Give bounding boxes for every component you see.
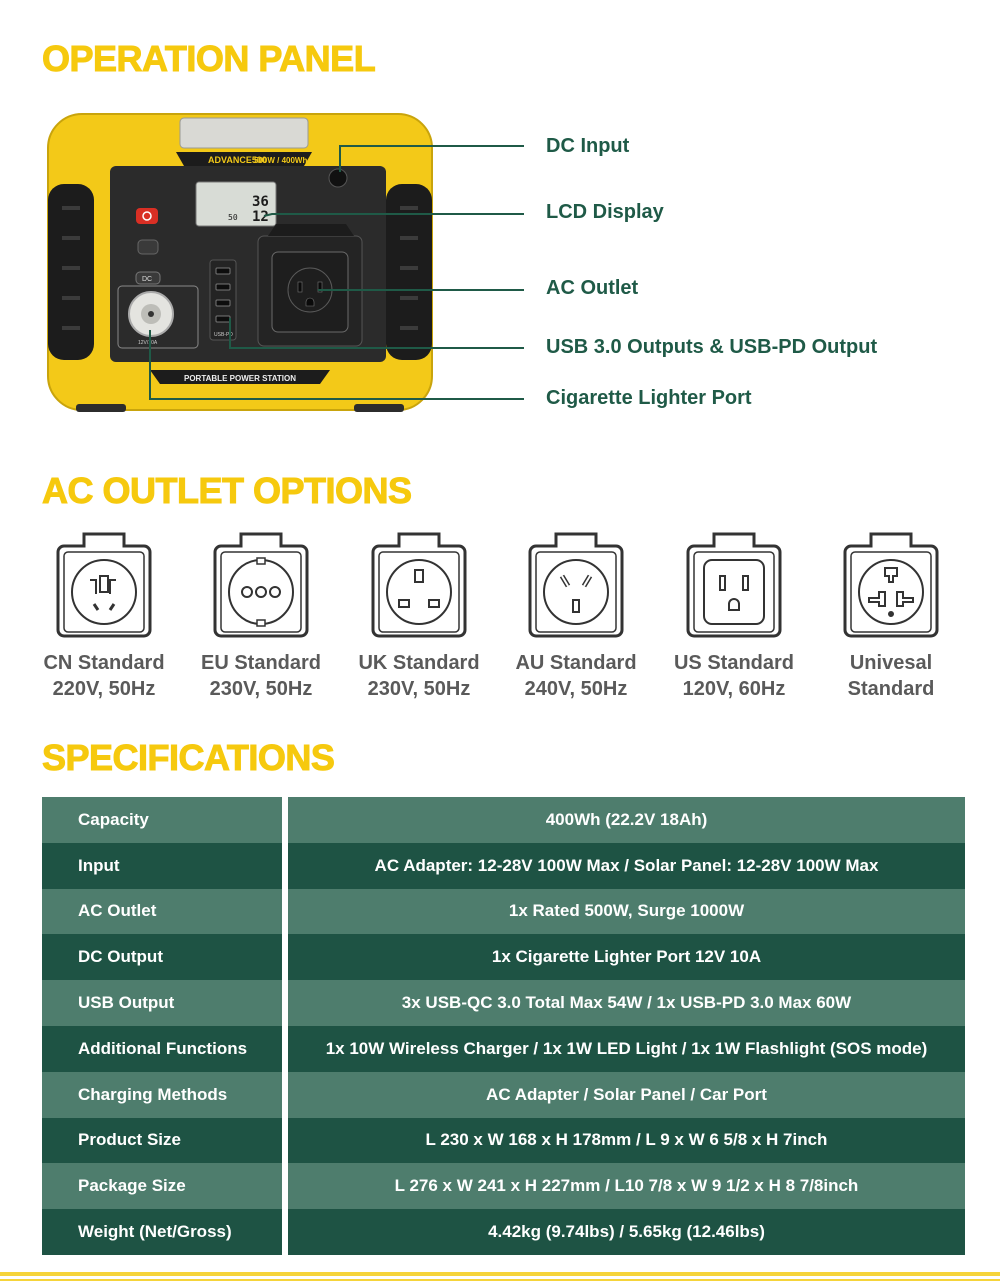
universal-outlet-icon (843, 532, 939, 638)
lcd-left-value: 50 (228, 213, 238, 222)
lcd-bottom-value: 12 (252, 209, 269, 225)
spec-key: Charging Methods (42, 1071, 282, 1118)
outlet-spec: Standard (847, 678, 935, 700)
spec-value: L 276 x W 241 x H 227mm / L10 7/8 x W 9 … (288, 1163, 965, 1210)
spec-value: 3x USB-QC 3.0 Total Max 54W / 1x USB-PD … (288, 980, 965, 1026)
spec-value: AC Adapter: 12-28V 100W Max / Solar Pane… (288, 842, 965, 889)
device-bottom-label: PORTABLE POWER STATION (184, 374, 296, 383)
outlet-name: AU Standard (515, 652, 637, 674)
spec-key: Product Size (42, 1117, 282, 1164)
device-rating-label: 500W / 400Wh (254, 156, 307, 165)
spec-key: Package Size (42, 1163, 282, 1210)
outlet-name: Univesal (849, 652, 933, 674)
spec-value: L 230 x W 168 x H 178mm / L 9 x W 6 5/8 … (288, 1117, 965, 1164)
spec-key: Capacity (42, 797, 282, 843)
device-model-label: ADVANCE500 (208, 155, 267, 165)
spec-value: 4.42kg (9.74lbs) / 5.65kg (12.46lbs) (288, 1209, 965, 1255)
usb-label: USB-PD (214, 332, 233, 338)
callout-dc-input: DC Input (546, 135, 630, 157)
table-row: DC Output 1x Cigarette Lighter Port 12V … (42, 934, 965, 981)
outlet-spec: 120V, 60Hz (682, 678, 786, 700)
operation-panel-title: OPERATION PANEL (41, 38, 376, 80)
uk-outlet-icon (371, 532, 467, 638)
cn-outlet-icon (56, 532, 152, 638)
callout-ac-outlet: AC Outlet (546, 277, 639, 299)
table-row: USB Output 3x USB-QC 3.0 Total Max 54W /… (42, 980, 965, 1026)
outlet-option-eu: EU Standard 230V, 50Hz (186, 530, 336, 702)
spec-key: USB Output (42, 980, 282, 1026)
table-row: Charging Methods AC Adapter / Solar Pane… (42, 1071, 965, 1118)
power-station-image: ADVANCE500 500W / 400Wh 36 50 12 DC 12V/… (47, 113, 433, 412)
spec-value: 1x Cigarette Lighter Port 12V 10A (288, 934, 965, 981)
callout-cigarette-lighter: Cigarette Lighter Port (546, 387, 752, 409)
footer-stripe (0, 1272, 1000, 1276)
outlet-name: EU Standard (200, 652, 322, 674)
table-row: Package Size L 276 x W 241 x H 227mm / L… (42, 1163, 965, 1210)
spec-value: 1x Rated 500W, Surge 1000W (288, 888, 965, 935)
lcd-top-value: 36 (252, 194, 269, 210)
footer-stripe-thin (0, 1279, 1000, 1281)
outlet-name: UK Standard (358, 652, 480, 674)
table-row: Input AC Adapter: 12-28V 100W Max / Sola… (42, 842, 965, 889)
eu-outlet-icon (213, 532, 309, 638)
table-row: Weight (Net/Gross) 4.42kg (9.74lbs) / 5.… (42, 1209, 965, 1255)
outlet-spec: 220V, 50Hz (52, 678, 156, 700)
outlet-spec: 230V, 50Hz (367, 678, 471, 700)
outlet-option-universal: Univesal Standard (816, 530, 966, 702)
outlet-option-us: US Standard 120V, 60Hz (659, 530, 809, 702)
spec-key: Additional Functions (42, 1025, 282, 1072)
spec-value: 400Wh (22.2V 18Ah) (288, 797, 965, 843)
spec-value: AC Adapter / Solar Panel / Car Port (288, 1071, 965, 1118)
outlet-option-cn: CN Standard 220V, 50Hz (29, 530, 179, 702)
outlet-spec: 240V, 50Hz (524, 678, 628, 700)
table-row: AC Outlet 1x Rated 500W, Surge 1000W (42, 888, 965, 935)
ac-outlet-options-title: AC OUTLET OPTIONS (42, 470, 413, 512)
us-outlet-icon (686, 532, 782, 638)
outlet-name: US Standard (673, 652, 795, 674)
spec-key: Input (42, 842, 282, 889)
outlet-name: CN Standard (43, 652, 165, 674)
spec-key: Weight (Net/Gross) (42, 1209, 282, 1255)
table-row: Additional Functions 1x 10W Wireless Cha… (42, 1025, 965, 1072)
spec-key: AC Outlet (42, 888, 282, 935)
callout-lcd-display: LCD Display (546, 201, 664, 223)
dc-button-label: DC (142, 276, 152, 283)
au-outlet-icon (528, 532, 624, 638)
spec-key: DC Output (42, 934, 282, 981)
outlet-option-au: AU Standard 240V, 50Hz (501, 530, 651, 702)
car-port-label: 12V/10A (138, 340, 158, 346)
specifications-table: Capacity 400Wh (22.2V 18Ah) Input AC Ada… (42, 797, 965, 1255)
table-row: Capacity 400Wh (22.2V 18Ah) (42, 797, 965, 843)
callout-usb-outputs: USB 3.0 Outputs & USB-PD Output (546, 336, 878, 358)
outlet-spec: 230V, 50Hz (209, 678, 313, 700)
table-row: Product Size L 230 x W 168 x H 178mm / L… (42, 1117, 965, 1164)
spec-value: 1x 10W Wireless Charger / 1x 1W LED Ligh… (288, 1025, 965, 1072)
specifications-title: SPECIFICATIONS (41, 737, 335, 779)
outlet-option-uk: UK Standard 230V, 50Hz (344, 530, 494, 702)
